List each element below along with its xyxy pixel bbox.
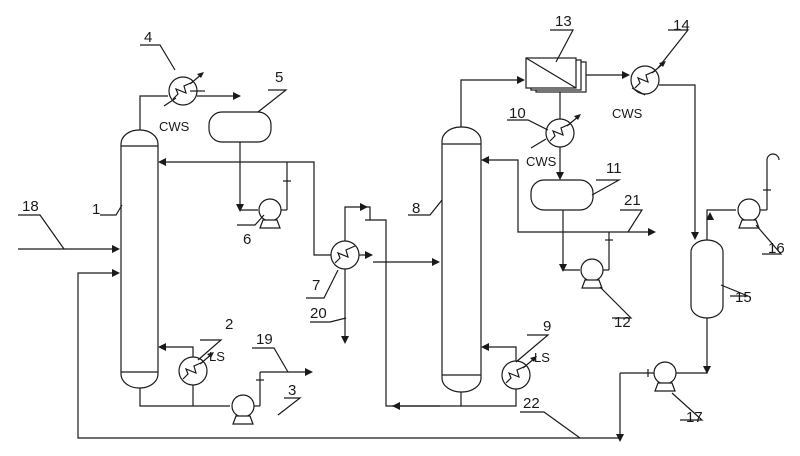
label-7: 7	[312, 277, 320, 294]
label-15: 15	[735, 289, 752, 306]
label-8: 8	[412, 200, 420, 217]
condenser-4	[163, 72, 205, 107]
cws-label-condenser-10: CWS	[526, 154, 557, 169]
label-21: 21	[624, 192, 641, 209]
cws-label-cooler-14: CWS	[612, 106, 643, 121]
label-11: 11	[606, 160, 622, 177]
reboiler-2	[178, 352, 214, 386]
label-12: 12	[614, 314, 631, 331]
ls-label-reboiler-9: LS	[534, 350, 550, 365]
label-1: 1	[92, 201, 100, 218]
label-6: 6	[243, 231, 251, 248]
label-10: 10	[509, 105, 526, 122]
label-20: 20	[310, 305, 327, 322]
cooler-14	[630, 61, 666, 95]
label-5: 5	[275, 69, 283, 86]
label-22: 22	[523, 395, 540, 412]
reboiler-9	[501, 356, 537, 390]
membrane-unit-13	[525, 57, 587, 93]
label-19: 19	[256, 331, 273, 348]
reflux-drum-5	[208, 111, 272, 143]
label-9: 9	[543, 318, 551, 335]
label-4: 4	[144, 29, 152, 46]
label-3: 3	[288, 382, 296, 399]
pump-17	[620, 361, 677, 392]
ls-label-reboiler-2: LS	[209, 349, 225, 364]
distillation-column-8	[441, 126, 482, 393]
reflux-pump-12	[580, 232, 613, 289]
condenser-10	[530, 114, 581, 149]
separator-vessel-15	[690, 239, 724, 319]
label-2: 2	[225, 316, 233, 333]
bottoms-pump-3	[231, 372, 264, 425]
cws-label-condenser-4: CWS	[159, 119, 190, 134]
heat-exchanger-7	[330, 240, 360, 270]
pump-16	[737, 153, 780, 229]
reflux-drum-11	[530, 179, 594, 211]
label-13: 13	[555, 13, 572, 30]
label-18: 18	[22, 198, 39, 215]
label-14: 14	[673, 17, 690, 34]
label-16: 16	[768, 240, 785, 257]
leader-lines	[18, 29, 783, 439]
reflux-pump-6	[258, 162, 291, 229]
label-17: 17	[686, 409, 703, 426]
distillation-column-1	[120, 129, 159, 389]
